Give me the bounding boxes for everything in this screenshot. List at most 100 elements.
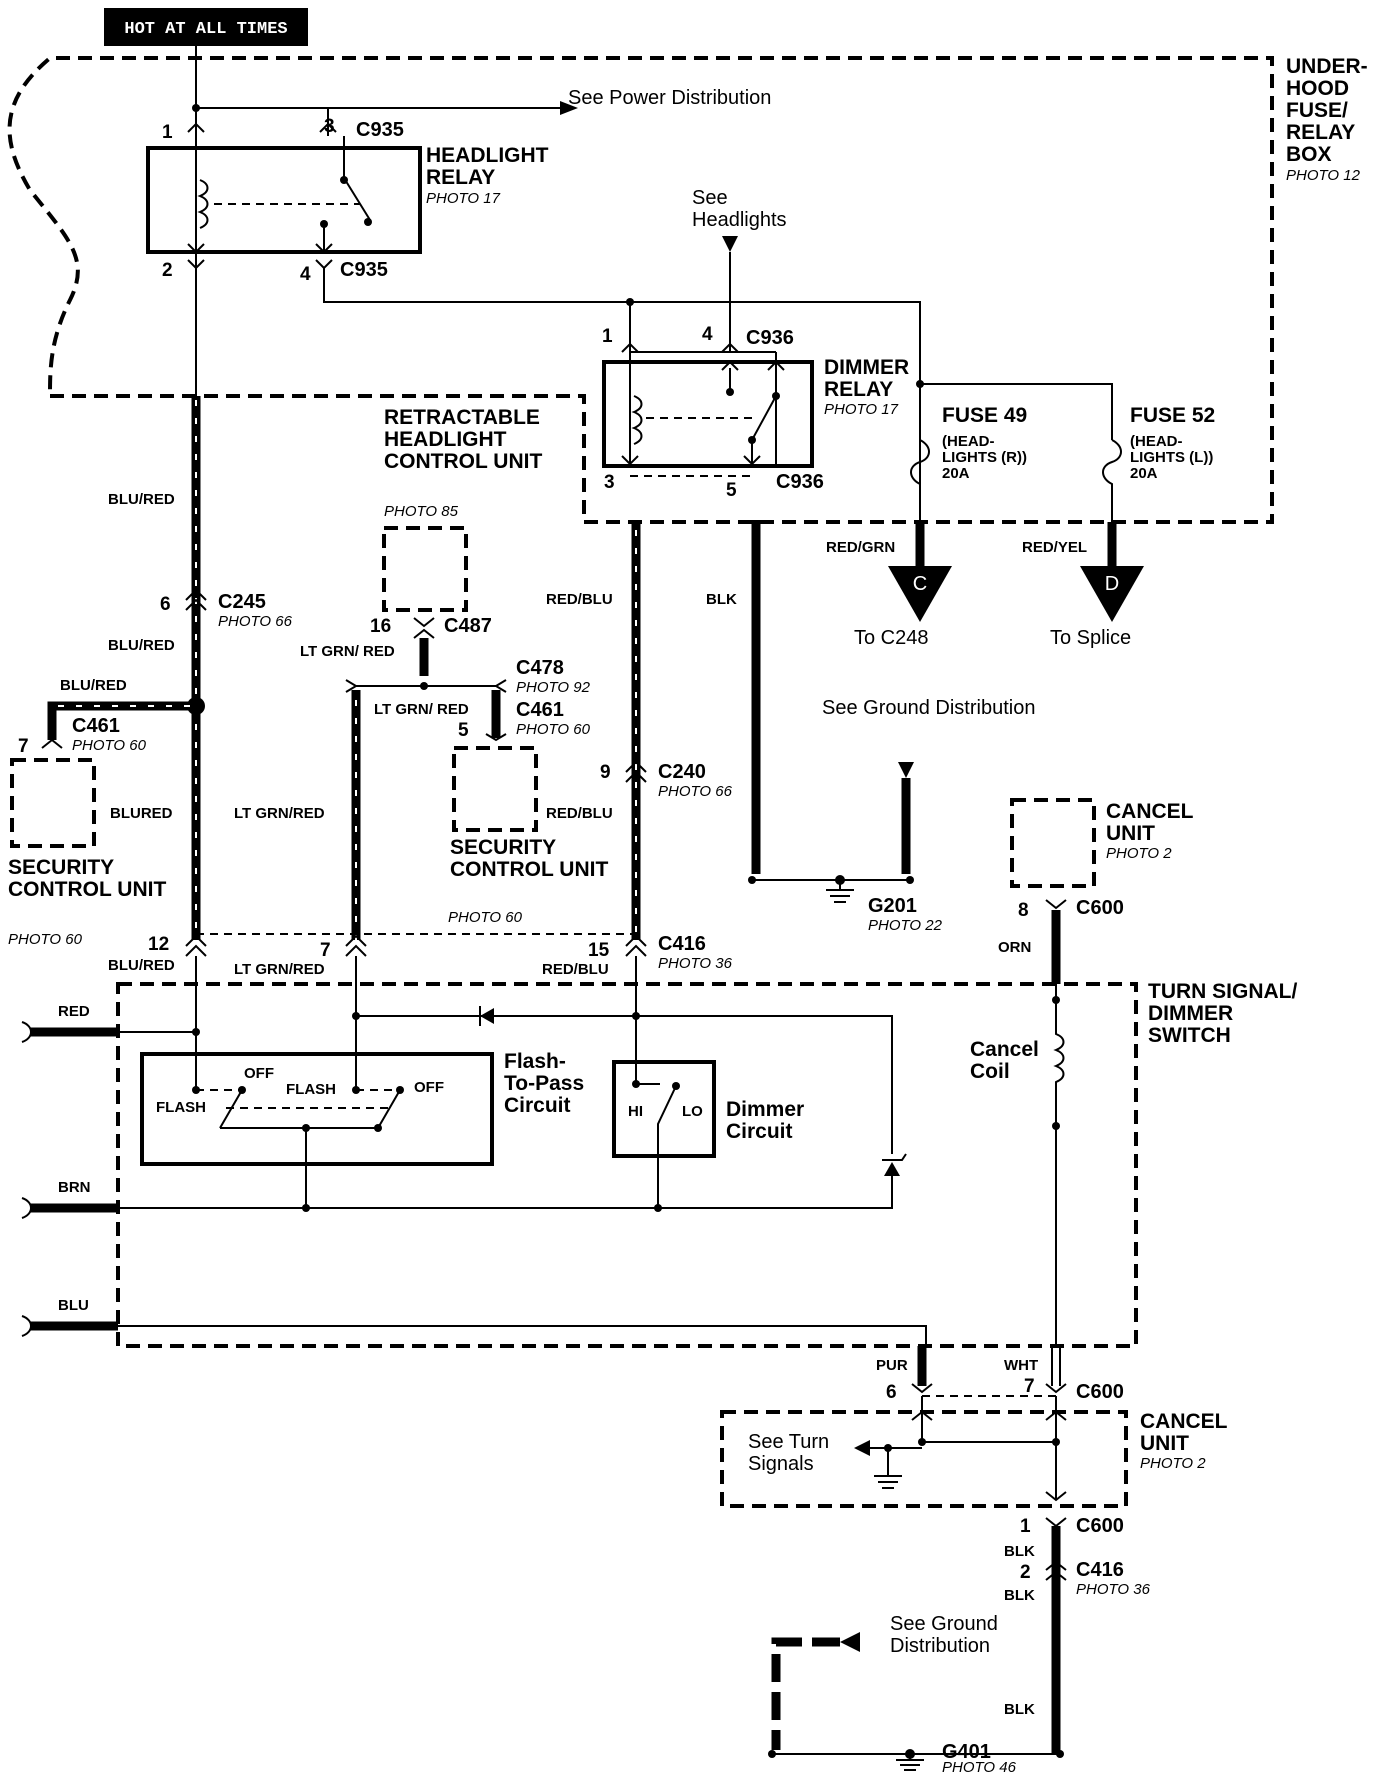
see-turn-signals-1: See Turn <box>748 1431 829 1453</box>
svg-text:BOX: BOX <box>1286 143 1332 166</box>
c600-top-connector <box>1045 899 1067 910</box>
cancel-unit-top-title-2: UNIT <box>1106 822 1155 845</box>
headlight-relay-photo: PHOTO 17 <box>426 190 501 207</box>
splice-dot <box>906 876 914 884</box>
c487-label: C487 <box>444 615 492 637</box>
g201-ground-icon <box>826 880 854 903</box>
fuse49-destination: To C248 <box>854 627 929 649</box>
c416-label: C416 <box>658 933 706 955</box>
left-wire-low-color: BLURED <box>110 805 173 822</box>
svg-text:RELAY: RELAY <box>1286 121 1355 144</box>
dimmer-lo: LO <box>682 1103 703 1120</box>
fuse52-rating: 20A <box>1130 465 1158 482</box>
blk-lower-color-1: BLK <box>1004 1543 1035 1560</box>
c600-top-pin: 8 <box>1018 900 1029 921</box>
g201-label: G201 <box>868 895 917 917</box>
c240-label: C240 <box>658 761 706 783</box>
see-headlights-2: Headlights <box>692 209 787 231</box>
c416-pin7: 7 <box>320 940 331 961</box>
headlight-relay <box>146 122 422 254</box>
g401-photo: PHOTO 46 <box>942 1759 1017 1774</box>
c487-pin: 16 <box>370 616 391 637</box>
splice-dot <box>1052 996 1060 1004</box>
blk-lower-color-2: BLK <box>1004 1587 1035 1604</box>
ftp-flash-1: FLASH <box>156 1099 206 1116</box>
cancel-unit-top-photo: PHOTO 2 <box>1106 845 1172 862</box>
flash-to-pass-circuit-box <box>140 1052 494 1166</box>
c461-middle-pin: 5 <box>458 720 469 741</box>
g401-label: G401 <box>942 1741 991 1763</box>
pur-wire-color: PUR <box>876 1357 908 1374</box>
c416-lower-pin: 2 <box>1020 1562 1031 1583</box>
dimmer-relay-pin5: 5 <box>726 480 737 501</box>
fuse-49 <box>910 384 930 522</box>
flash-to-pass-title-2: To-Pass <box>504 1072 584 1095</box>
retract-unit-photo: PHOTO 60 <box>448 909 523 926</box>
c935-bottom-label: C935 <box>340 259 388 281</box>
c416-pin15: 15 <box>588 940 610 961</box>
see-ground-distribution-lower-2: Distribution <box>890 1635 990 1657</box>
see-ground-distribution-lower-1: See Ground <box>890 1613 998 1635</box>
security-control-unit-left-box <box>10 758 96 848</box>
ftp-flash-2: FLASH <box>286 1081 336 1098</box>
c461-left-connector <box>41 738 63 749</box>
security-unit-left-photo: PHOTO 60 <box>8 931 83 948</box>
zener-diode-icon <box>884 1162 900 1176</box>
fuse49-wire-color: RED/GRN <box>826 539 895 556</box>
g201-photo: PHOTO 22 <box>868 917 943 934</box>
middle-wire-3-color: LT GRN/RED <box>234 805 325 822</box>
wht-wire <box>1051 1346 1061 1386</box>
c600-bottom-label: C600 <box>1076 1381 1124 1403</box>
cancel-unit-bottom-title-1: CANCEL <box>1140 1410 1228 1433</box>
c416-w15-color: RED/BLU <box>542 961 609 978</box>
fuse52-desc2: LIGHTS (L)) <box>1130 449 1213 466</box>
see-turn-signals-2: Signals <box>748 1453 814 1475</box>
dimmer-relay-top-wire <box>629 340 776 353</box>
c600-pin6: 6 <box>886 1382 897 1403</box>
connector-c-marker: C <box>913 573 927 595</box>
c416-connector <box>185 934 647 957</box>
c936-top-label: C936 <box>746 327 794 349</box>
cancel-unit-bottom-title-2: UNIT <box>1140 1432 1189 1455</box>
c416-w7-color: LT GRN/RED <box>234 961 325 978</box>
c936-bottom-label: C936 <box>776 471 824 493</box>
c461-left-label: C461 <box>72 715 120 737</box>
c461-left-photo: PHOTO 60 <box>72 737 147 754</box>
dimmer-hi: HI <box>628 1103 643 1120</box>
fuse49-desc2: LIGHTS (R)) <box>942 449 1027 466</box>
headlight-relay-pin4: 4 <box>300 264 311 285</box>
wht-wire-color: WHT <box>1004 1357 1038 1374</box>
c461-middle-photo: PHOTO 60 <box>516 721 591 738</box>
cancel-unit-top-title-1: CANCEL <box>1106 800 1194 823</box>
c416-lower-connector <box>1045 1560 1067 1581</box>
diode-feed-wire <box>356 1015 893 1154</box>
splice-dot <box>420 682 428 690</box>
svg-text:PHOTO 12: PHOTO 12 <box>1286 167 1361 184</box>
dimmer-circuit-box <box>612 1060 716 1158</box>
c478-label: C478 <box>516 657 564 679</box>
red-wire-color: RED <box>58 1003 90 1020</box>
c240-photo: PHOTO 66 <box>658 783 733 800</box>
svg-text:HOOD: HOOD <box>1286 77 1349 100</box>
c478-photo: PHOTO 92 <box>516 679 591 696</box>
fuse49-desc1: (HEAD- <box>942 433 995 450</box>
hot-at-all-times-banner: HOT AT ALL TIMES <box>104 8 308 46</box>
cancel-unit-bottom-photo: PHOTO 2 <box>1140 1455 1206 1472</box>
cancel-coil-title-2: Coil <box>970 1060 1010 1083</box>
see-ground-distribution-label: See Ground Distribution <box>822 697 1035 719</box>
ground-ref-arrow-icon <box>898 762 914 778</box>
blk-lower-color-3: BLK <box>1004 1701 1035 1718</box>
ground-ref-lower-wire <box>771 1637 840 1750</box>
c600-lower-pin1: 1 <box>1020 1516 1031 1537</box>
dimmer-relay-title-2: RELAY <box>824 378 893 401</box>
retract-unit-title-2: HEADLIGHT <box>384 428 507 451</box>
splice-dot <box>1052 1122 1060 1130</box>
c461-middle-connector <box>485 733 507 742</box>
fuse52-desc1: (HEAD- <box>1130 433 1183 450</box>
c600-lower-connector <box>1045 1517 1067 1528</box>
switch-title-2: DIMMER <box>1148 1002 1233 1025</box>
dimmer-circuit-title-2: Circuit <box>726 1120 793 1143</box>
brn-wire-color: BRN <box>58 1179 91 1196</box>
fuse49-name: FUSE 49 <box>942 404 1027 427</box>
